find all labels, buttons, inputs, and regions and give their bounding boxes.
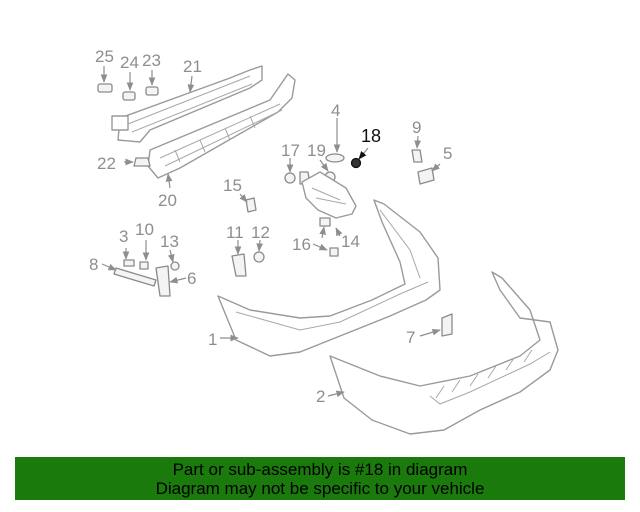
label-19: 19 — [307, 141, 326, 160]
label-5: 5 — [443, 144, 452, 163]
side-bracket-parts — [113, 259, 180, 297]
leader-lines — [100, 66, 441, 398]
label-12: 12 — [251, 223, 270, 242]
label-25: 25 — [95, 47, 114, 66]
label-23: 23 — [142, 51, 161, 70]
label-3: 3 — [119, 227, 128, 246]
callout-labels: 25 24 23 21 22 20 4 18 17 19 9 5 15 11 1… — [89, 47, 452, 406]
label-1: 1 — [208, 330, 217, 349]
label-2: 2 — [316, 387, 325, 406]
reinforcement-bar-part — [111, 65, 263, 143]
label-9: 9 — [412, 118, 421, 137]
label-8: 8 — [89, 255, 98, 274]
label-4: 4 — [331, 101, 340, 120]
label-16: 16 — [292, 235, 311, 254]
banner-line-2: Diagram may not be specific to your vehi… — [155, 479, 485, 498]
bumper-cover-2-part — [329, 271, 559, 435]
bumper-cover-1-part — [217, 199, 441, 357]
energy-absorber-part — [147, 73, 296, 179]
part-7-bracket — [441, 313, 453, 337]
label-7: 7 — [406, 328, 415, 347]
label-18: 18 — [361, 126, 381, 146]
label-22: 22 — [97, 154, 116, 173]
label-10: 10 — [135, 220, 154, 239]
banner-line-1: Part or sub-assembly is #18 in diagram — [172, 460, 468, 479]
clip-parts — [97, 83, 159, 167]
label-20: 20 — [158, 191, 177, 210]
label-15: 15 — [223, 176, 242, 195]
label-11: 11 — [226, 223, 244, 242]
label-24: 24 — [120, 53, 139, 72]
info-banner: Part or sub-assembly is #18 in diagram D… — [15, 457, 625, 500]
fastener-parts — [231, 149, 435, 277]
label-21: 21 — [183, 57, 202, 76]
parts-diagram: 25 24 23 21 22 20 4 18 17 19 9 5 15 11 1… — [89, 47, 559, 435]
label-6: 6 — [187, 269, 196, 288]
label-13: 13 — [160, 232, 179, 251]
label-17: 17 — [281, 141, 300, 160]
label-14: 14 — [341, 232, 360, 251]
